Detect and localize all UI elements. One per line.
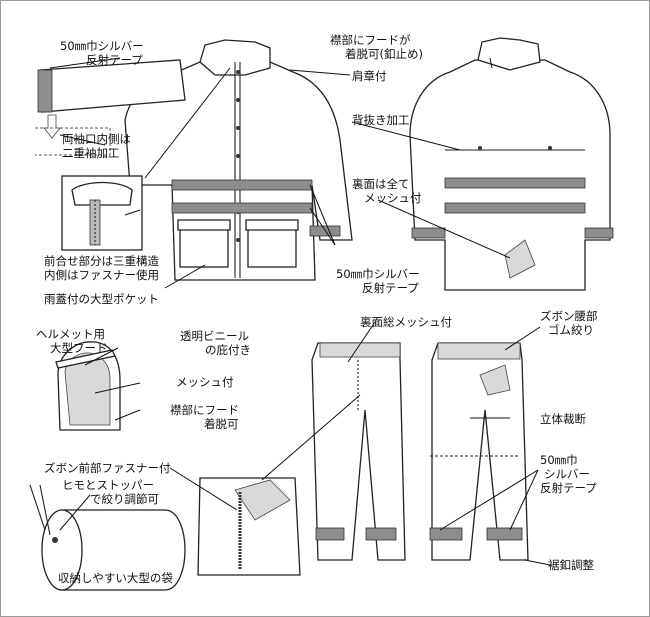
pants-mesh-icon [479,364,511,396]
label-hood-detach-1: 襟部にフード [170,403,239,417]
svg-text:襟部にフード: 襟部にフード [170,403,239,417]
label-cord-1: ヒモとストッパー [62,478,154,492]
svg-text:反射テープ: 反射テープ [540,481,597,495]
label-visor-1: 透明ビニール [180,329,249,343]
label-visor-2: の庇付き [205,343,251,357]
label-cuff-2: 二重袖加工 [62,146,120,160]
svg-text:反射テープ: 反射テープ [86,53,143,67]
front-tape-upper [171,179,313,191]
back-tape-lower [444,202,586,214]
closure-detail [61,175,143,251]
label-hem-adjust: 裾釦調整 [548,558,594,572]
label-hood-collar-2: 着脱可(釦止め) [345,47,423,61]
svg-text:50㎜巾シルバー: 50㎜巾シルバー [336,267,420,281]
back-cuff-tape-right [584,227,614,239]
svg-text:ズボン腰部: ズボン腰部 [540,309,598,323]
svg-text:着脱可: 着脱可 [204,417,239,431]
label-zipper: ズボン前部ファスナー付 [44,461,171,475]
label-bag: 収納しやすい大型の袋 [58,571,173,585]
label-cord-2: で絞り調節可 [90,492,159,506]
pants-waist-back [437,342,521,360]
hood [55,341,121,431]
svg-text:の庇付き: の庇付き [205,343,251,357]
svg-text:襟部にフードが: 襟部にフードが [330,33,411,47]
label-cut: 立体裁断 [540,412,586,426]
pants-back [429,342,529,561]
svg-text:前合せ部分は三重構造: 前合せ部分は三重構造 [44,254,159,268]
label-pants-mesh: 裏面総メッシュ付 [360,315,452,329]
label-epaulette: 肩章付 [352,69,387,83]
labels: 50㎜巾シルバー 反射テープ 両袖口内側は 二重袖加工 前合せ部分は三重構造 内… [36,33,598,585]
cuff-arrow-icon [43,114,61,139]
sleeve-tape [37,69,53,113]
leader-lines [49,57,551,566]
svg-text:ゴム絞り: ゴム絞り [548,323,594,337]
label-mesh-lining-2: メッシュ付 [364,191,422,205]
svg-text:大型フード: 大型フード [50,341,108,355]
label-waist-1: ズボン腰部 [540,309,598,323]
svg-text:透明ビニール: 透明ビニール [180,329,249,343]
label-helmet-hood-2: 大型フード [50,341,108,355]
label-front-closure-1: 前合せ部分は三重構造 [44,254,159,268]
label-pants-tape-2: シルバー [544,467,590,481]
svg-text:裏面は全て: 裏面は全て [352,177,410,191]
label-back-vent: 背抜き加工 [352,113,410,127]
pants-waist-front [319,342,401,358]
label-sleeve-tape-1: 50㎜巾シルバー [60,39,144,53]
mesh-lining-icon [504,239,536,279]
front-tape-lower [171,202,313,214]
label-helmet-hood-1: ヘルメット用 [36,327,105,341]
label-front-closure-2: 内側はファスナー使用 [44,268,159,282]
label-sleeve-tape-2: 反射テープ [86,53,143,67]
label-hood-detach-2: 着脱可 [204,417,239,431]
label-pants-tape-3: 反射テープ [540,481,597,495]
label-body-tape-2: 反射テープ [362,281,419,295]
back-cuff-tape-left [411,227,446,239]
svg-text:シルバー: シルバー [544,467,590,481]
svg-text:50㎜巾シルバー: 50㎜巾シルバー [60,39,144,53]
label-body-tape-1: 50㎜巾シルバー [336,267,420,281]
label-waist-2: ゴム絞り [548,323,594,337]
svg-text:両袖口内側は: 両袖口内側は [62,132,131,146]
svg-text:で絞り調節可: で絞り調節可 [90,492,159,506]
label-cuff-1: 両袖口内側は [62,132,131,146]
pants-tape-front-left [315,527,345,541]
svg-text:メッシュ付: メッシュ付 [364,191,422,205]
pants-tape-front-right [365,527,397,541]
back-tape-upper [444,177,586,189]
pants-tape-back-left [429,527,463,541]
pants-front [311,342,406,561]
svg-text:内側はファスナー使用: 内側はファスナー使用 [44,268,159,282]
svg-text:二重袖加工: 二重袖加工 [62,146,120,160]
label-pocket: 雨蓋付の大型ポケット [44,292,159,306]
label-hood-collar-1: 襟部にフードが [330,33,411,47]
svg-text:反射テープ: 反射テープ [362,281,419,295]
storage-bag [29,484,186,591]
label-hood-mesh: メッシュ付 [176,375,234,389]
jacket-sleeve [35,59,186,156]
label-mesh-lining-1: 裏面は全て [352,177,410,191]
pants-tape-back-right [486,527,523,541]
svg-text:ヘルメット用: ヘルメット用 [36,327,105,341]
jacket-back [409,37,614,291]
svg-text:50㎜巾: 50㎜巾 [540,453,578,467]
svg-text:着脱可(釦止め): 着脱可(釦止め) [345,47,423,61]
svg-text:ヒモとストッパー: ヒモとストッパー [62,478,154,492]
zipper-detail [197,477,301,576]
label-pants-tape-1: 50㎜巾 [540,453,578,467]
